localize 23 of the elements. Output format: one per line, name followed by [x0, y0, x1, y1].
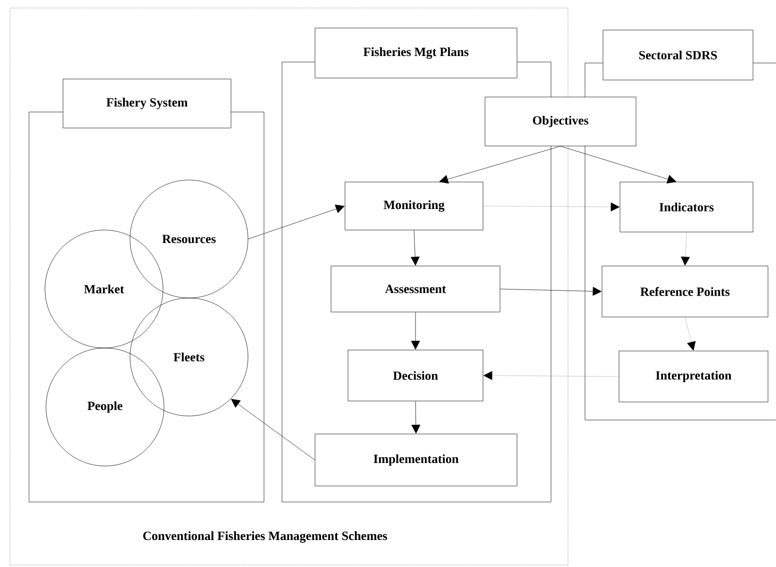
- process-box: Indicators: [620, 182, 754, 232]
- process-box: Objectives: [484, 96, 636, 146]
- arrow: [483, 202, 620, 212]
- heading-box: Sectoral SDRS: [602, 30, 754, 80]
- process-box: Interpretation: [618, 350, 768, 402]
- process-box: Implementation: [314, 434, 518, 486]
- arrow: [560, 146, 676, 184]
- arrow: [231, 398, 315, 460]
- heading-box: Fisheries Mgt Plans: [314, 28, 518, 78]
- heading-box: Fishery System: [62, 78, 232, 128]
- process-box: Decision: [348, 350, 484, 402]
- arrow: [410, 230, 420, 266]
- arrow: [411, 401, 420, 434]
- arrow: [500, 286, 602, 296]
- arrow: [684, 317, 696, 351]
- process-box: Assessment: [330, 266, 500, 312]
- arrow: [248, 204, 345, 240]
- arrow: [680, 232, 690, 266]
- arrow: [411, 312, 420, 350]
- arrow: [439, 146, 561, 184]
- arrow: [483, 371, 619, 380]
- process-box: Reference Points: [602, 266, 768, 318]
- process-box: Monitoring: [344, 182, 484, 230]
